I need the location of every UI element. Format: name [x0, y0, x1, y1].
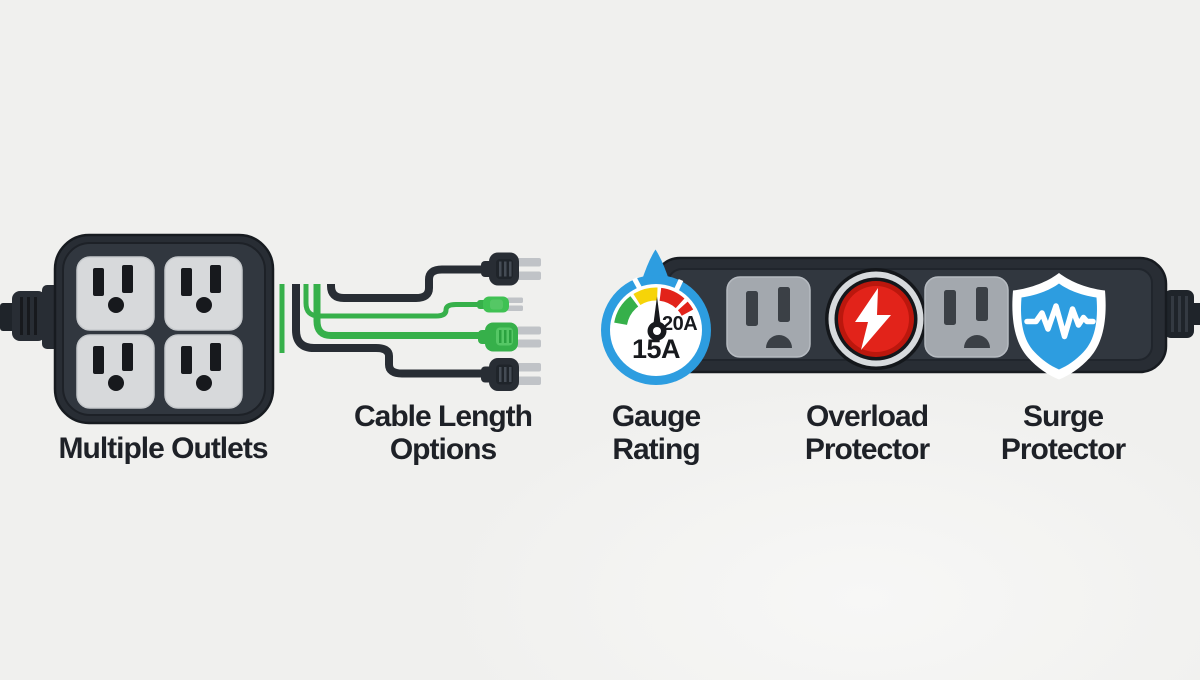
feature-label-multiple-outlets: Multiple Outlets [58, 432, 269, 465]
plug-icon [478, 322, 541, 352]
cable-length-icon [279, 252, 541, 391]
plug-prong [517, 271, 541, 280]
outlet-icon [924, 276, 1009, 358]
gauge-main-rating: 15A [631, 334, 681, 364]
gauge-arc-green [614, 296, 639, 326]
plug-prong [517, 326, 541, 335]
pulse-wave-icon [1024, 303, 1096, 340]
gauge-arc-red-tip [677, 301, 694, 316]
outlet-icon [76, 334, 155, 409]
gauge-icon [601, 249, 711, 385]
gauge-arc-yellow [633, 287, 658, 306]
power-block-icon [0, 233, 275, 425]
outlet-icon [76, 256, 155, 331]
gauge-arc-red [659, 287, 685, 309]
plug-prong [507, 305, 523, 311]
lightning-bolt-icon [855, 288, 891, 350]
plug-prong [517, 258, 541, 267]
plug-icon [477, 296, 523, 313]
plug-prong [517, 363, 541, 372]
overload-button-icon [825, 268, 927, 370]
outlet-icon [726, 276, 811, 358]
cable-icon [303, 284, 479, 319]
cable-icon [313, 284, 480, 339]
plug-icon [481, 358, 541, 391]
cable-icon [292, 284, 483, 378]
cable-icon [327, 265, 483, 302]
gauge-pointer-tip-icon [641, 249, 670, 283]
plug-icon [481, 252, 541, 286]
feature-label-cable-length-options: Cable Length Options [353, 400, 533, 466]
power-strip-icon [652, 256, 1200, 380]
plug-prong [517, 376, 541, 385]
feature-label-surge-protector: Surge Protector [1000, 400, 1126, 466]
surge-shield-icon [1012, 273, 1106, 380]
feature-label-gauge-rating: Gauge Rating [611, 400, 701, 466]
plug-prong [517, 339, 541, 348]
power-cord-icon [1190, 303, 1200, 325]
feature-label-overload-protector: Overload Protector [804, 400, 930, 466]
outlet-icon [164, 256, 243, 331]
outlet-icon [164, 334, 243, 409]
gauge-max-rating: 20A [662, 313, 698, 335]
plug-prong [507, 297, 523, 303]
